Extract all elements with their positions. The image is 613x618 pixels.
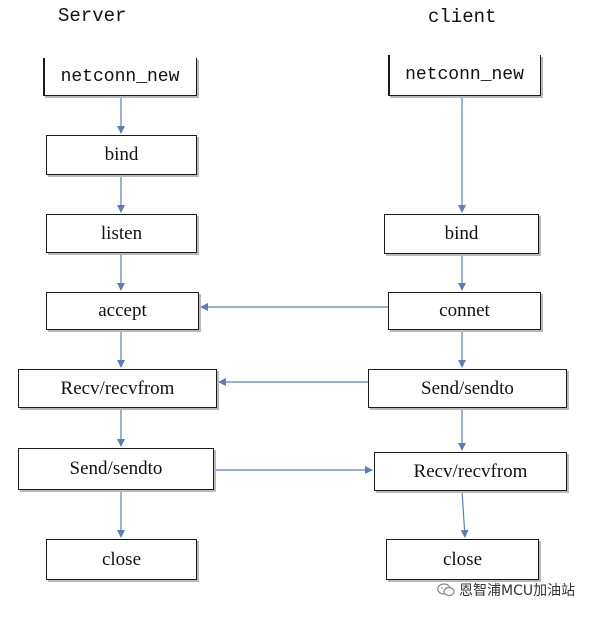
client-send-box: Send/sendto [368, 369, 567, 408]
wechat-logo-icon [437, 583, 455, 597]
server-send-box: Send/sendto [18, 448, 214, 490]
client-close-box: close [386, 539, 539, 580]
arrow-client-5 [460, 490, 469, 538]
client-bind-box: bind [384, 214, 539, 254]
client-connet-box: connet [388, 292, 541, 330]
server-recv-box: Recv/recvfrom [18, 369, 217, 408]
client-netconn-new-box: netconn_new [388, 55, 541, 96]
server-bind-box: bind [46, 135, 197, 175]
client-title: client [428, 6, 497, 28]
server-netconn-new-box: netconn_new [43, 58, 197, 96]
server-accept-box: accept [46, 292, 199, 330]
server-close-box: close [46, 539, 197, 580]
server-listen-box: listen [46, 214, 197, 253]
client-recv-box: Recv/recvfrom [374, 452, 567, 491]
watermark: 恩智浦MCU加油站 [437, 580, 575, 600]
server-title: Server [58, 5, 127, 27]
watermark-text: 恩智浦MCU加油站 [459, 583, 576, 599]
